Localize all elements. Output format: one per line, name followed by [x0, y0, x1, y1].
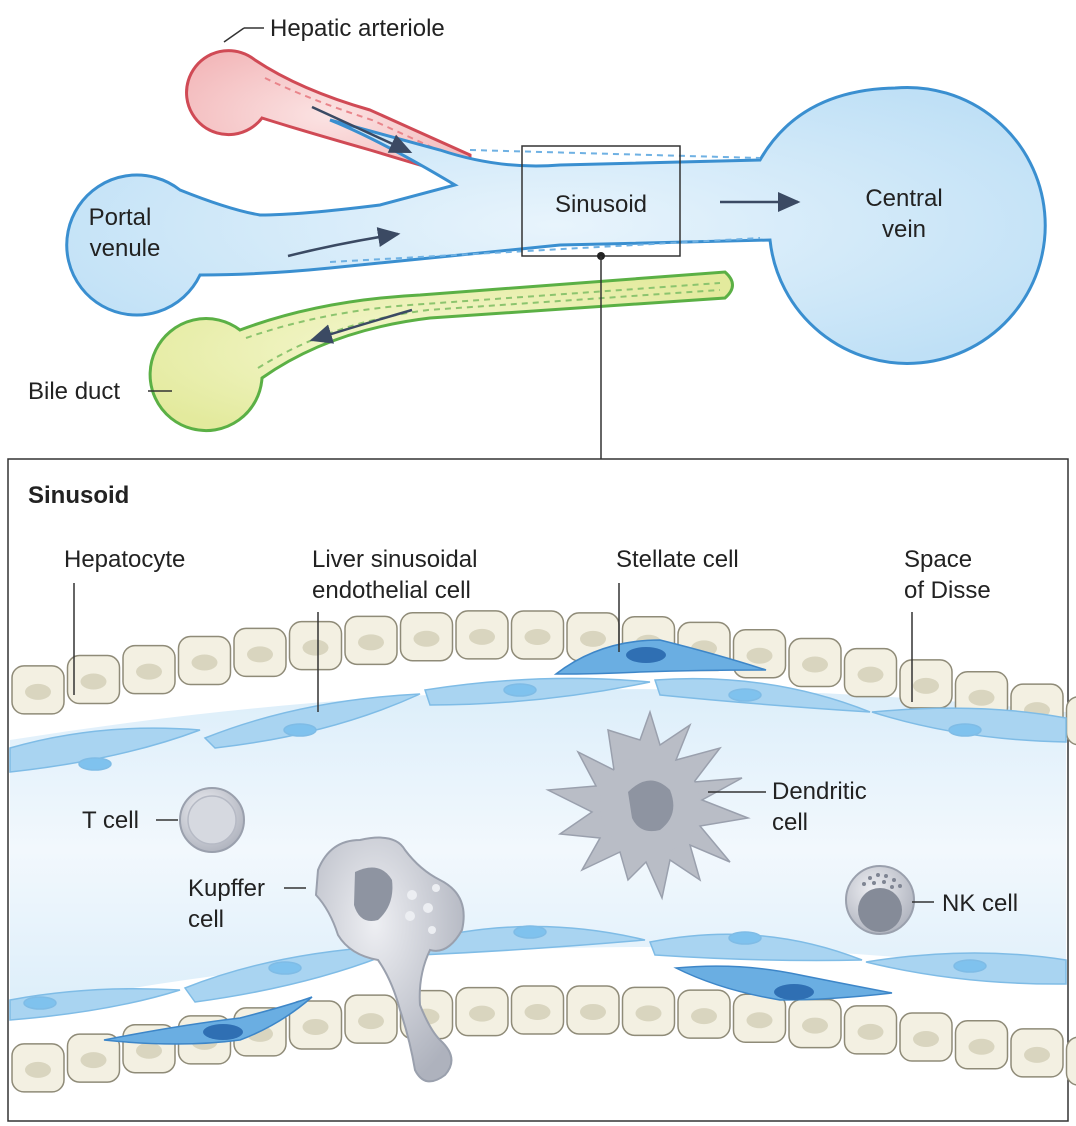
- hepatocyte: [1010, 1028, 1064, 1078]
- label-dendritic-line2: cell: [772, 809, 808, 836]
- hepatocyte: [510, 610, 565, 660]
- label-central-vein-line2: vein: [882, 216, 926, 243]
- hepatocyte: [288, 1000, 343, 1050]
- label-kupffer-line1: Kupffer: [188, 875, 265, 902]
- panel-title: Sinusoid: [28, 482, 129, 509]
- lower-hepatocyte-row: [11, 985, 1076, 1093]
- hepatocyte: [288, 620, 343, 671]
- hepatocyte: [399, 611, 454, 662]
- label-hepatocyte: Hepatocyte: [64, 546, 185, 573]
- label-bile-duct: Bile duct: [28, 378, 120, 405]
- label-sinusoid: Sinusoid: [555, 191, 647, 218]
- nk-cell: [845, 865, 915, 935]
- hepatocyte: [732, 993, 787, 1044]
- hepatocyte: [1065, 696, 1076, 746]
- hepatocyte: [843, 647, 898, 698]
- label-dendritic-line1: Dendritic: [772, 778, 867, 805]
- hepatocyte: [954, 1020, 1009, 1070]
- hepatocyte: [233, 627, 287, 678]
- hepatocyte: [66, 654, 121, 705]
- t-cell: [179, 787, 245, 853]
- lower-endothelial-layer: [9, 925, 1067, 1021]
- bile-flow-arrow: [309, 308, 413, 344]
- stellate-cell-upper: [553, 639, 767, 675]
- hepatocyte: [899, 659, 953, 709]
- portal-flow-arrow: [287, 227, 401, 258]
- label-stellate-cell: Stellate cell: [616, 546, 739, 573]
- hepatocyte: [621, 986, 676, 1037]
- hepatocyte: [1065, 1036, 1076, 1086]
- hepatocyte: [788, 998, 842, 1049]
- label-space-of-disse-line1: Space: [904, 546, 972, 573]
- hepatocyte: [899, 1012, 953, 1062]
- label-space-of-disse-line2: of Disse: [904, 577, 991, 604]
- sinusoid-detail-panel: Sinusoid: [7, 458, 1076, 1122]
- hepatocyte: [843, 1005, 898, 1055]
- hepatocyte: [344, 994, 398, 1044]
- label-hepatic-arteriole: Hepatic arteriole: [270, 15, 445, 42]
- label-portal-venule-line1: Portal: [89, 204, 152, 231]
- stellate-cell-lower-right: [673, 965, 893, 1001]
- hepatocyte: [66, 1033, 121, 1083]
- label-lsec-line1: Liver sinusoidal: [312, 546, 477, 573]
- label-nk-cell: NK cell: [942, 890, 1018, 917]
- stellate-cell-lower-left: [103, 996, 313, 1045]
- upper-endothelial-layer: [9, 677, 1067, 773]
- kupffer-cell: [314, 836, 465, 1083]
- sinusoid-lumen: [10, 689, 1066, 1010]
- hepatocyte: [11, 665, 65, 715]
- top-schematic: Hepatic arteriole Portal venule Sinusoid…: [28, 15, 1047, 459]
- hepatocyte: [344, 615, 398, 666]
- label-t-cell: T cell: [82, 807, 139, 834]
- hepatocyte: [510, 985, 565, 1035]
- hepatocyte: [455, 610, 509, 660]
- dendritic-cell: [545, 709, 751, 901]
- hepatocyte: [455, 986, 509, 1037]
- bile-duct: [148, 270, 734, 433]
- hepatocyte: [788, 637, 842, 688]
- arteriole-flow-arrow: [311, 105, 413, 154]
- panel-leader-lines: [73, 583, 934, 903]
- vessel-network: [65, 85, 1047, 365]
- label-portal-venule-line2: venule: [90, 235, 161, 262]
- hepatocyte: [177, 635, 232, 686]
- hepatocyte: [677, 989, 731, 1039]
- label-lsec-line2: endothelial cell: [312, 577, 471, 604]
- hepatocyte: [122, 644, 176, 695]
- label-kupffer-line2: cell: [188, 906, 224, 933]
- hepatocyte: [566, 985, 620, 1035]
- label-central-vein-line1: Central: [865, 185, 942, 212]
- hepatocyte: [11, 1043, 65, 1093]
- arteriole-leader: [223, 27, 245, 43]
